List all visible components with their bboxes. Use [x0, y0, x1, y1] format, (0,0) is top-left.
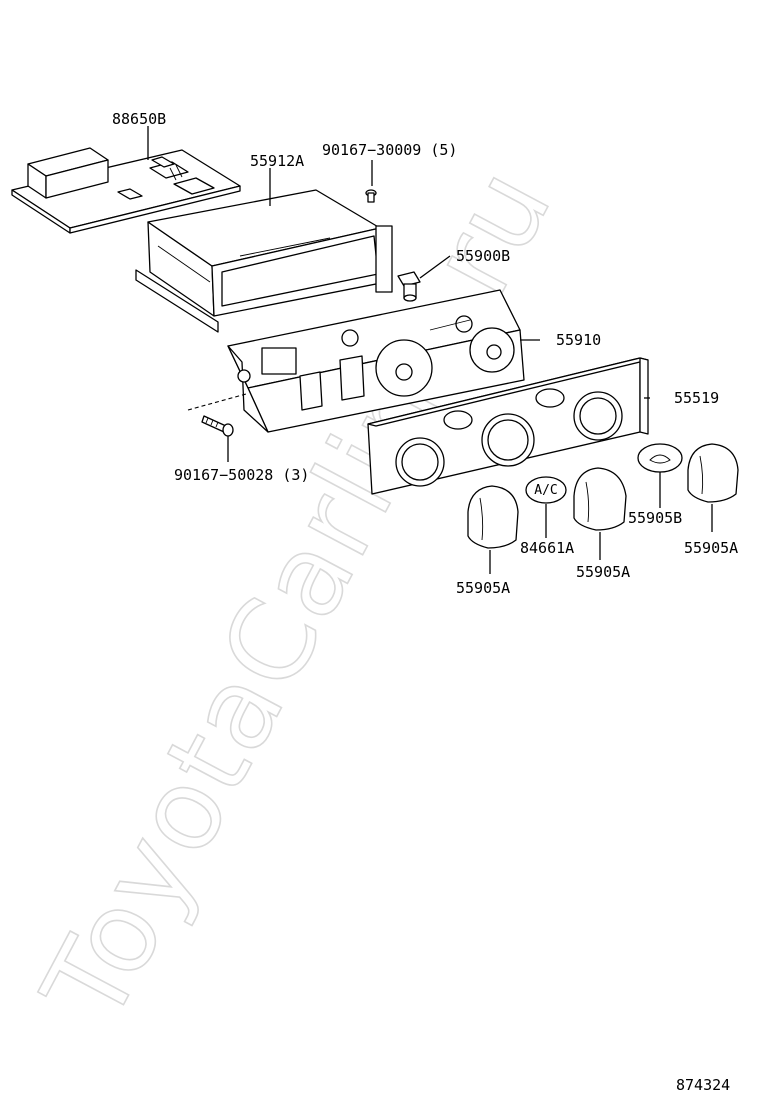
- part-90167-30009-screw: [365, 189, 377, 203]
- part-55905a-knob-2: [573, 467, 627, 531]
- leader-lines: [147, 126, 713, 574]
- callout-84661a: 84661A: [520, 539, 574, 557]
- part-55519-front-panel: [367, 357, 649, 495]
- callout-55905a-2: 55905A: [576, 563, 630, 581]
- callout-55900b: 55900B: [456, 247, 510, 265]
- part-88650b-circuit-board: [11, 147, 241, 234]
- callout-55905a-1: 55905A: [456, 579, 510, 597]
- part-55900b-clip: [397, 271, 421, 302]
- callout-90167-50028: 90167−50028 (3): [174, 466, 309, 484]
- callout-55905b: 55905B: [628, 509, 682, 527]
- part-55905a-knob-1: [467, 485, 519, 549]
- figure-number: 874324: [676, 1076, 730, 1094]
- part-90167-50028-screw: [187, 393, 247, 437]
- callout-55910: 55910: [556, 331, 601, 349]
- part-55912a-housing: [135, 189, 393, 333]
- callout-labels: 88650B 55912A 90167−30009 (5) 55900B 559…: [112, 110, 738, 597]
- callout-55905a-3: 55905A: [684, 539, 738, 557]
- part-55905a-knob-3: [687, 443, 739, 503]
- callout-88650b: 88650B: [112, 110, 166, 128]
- ac-button-text: A/C: [534, 483, 557, 498]
- part-55910-control-assembly: [227, 289, 525, 433]
- callout-90167-30009: 90167−30009 (5): [322, 141, 457, 159]
- part-84661a-ac-button: A/C: [525, 476, 567, 504]
- callout-55519: 55519: [674, 389, 719, 407]
- callout-55912a: 55912A: [250, 152, 304, 170]
- part-55905b-button: [637, 443, 683, 473]
